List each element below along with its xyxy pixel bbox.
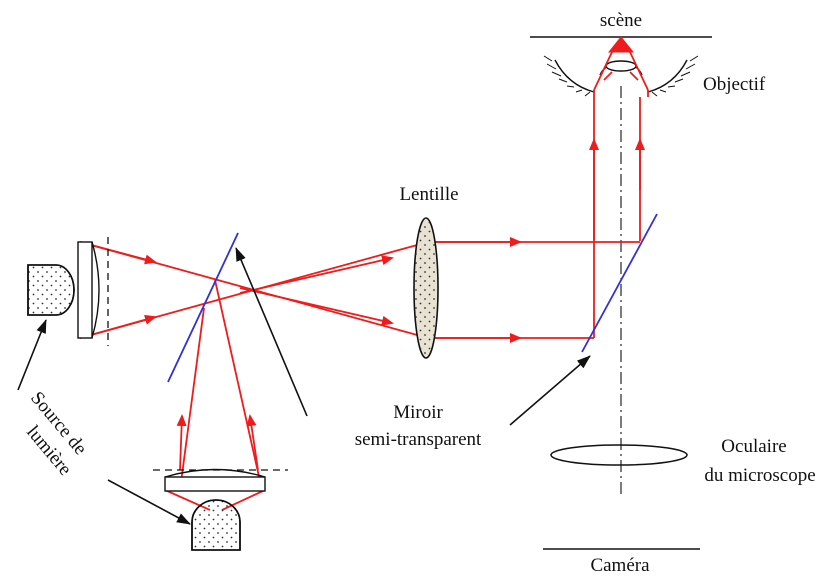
pointer-arrows bbox=[17, 247, 591, 525]
right-semi-transparent-mirror bbox=[581, 213, 658, 353]
left-light-source bbox=[27, 237, 109, 346]
scene-label: scène bbox=[600, 10, 642, 31]
eyepiece-label-line2: du microscope bbox=[704, 465, 815, 486]
mirror-label-line2: semi-transparent bbox=[355, 429, 482, 450]
mirror-label-line1: Miroir bbox=[393, 402, 443, 423]
bottom-light-source bbox=[153, 468, 288, 551]
lens-label: Lentille bbox=[399, 184, 458, 205]
objective-label: Objectif bbox=[703, 74, 766, 95]
eyepiece-label-line1: Oculaire bbox=[721, 436, 786, 457]
camera-label: Caméra bbox=[590, 555, 650, 576]
left-semi-transparent-mirror bbox=[167, 232, 239, 383]
scene-sample-triangle bbox=[607, 36, 635, 53]
eyepiece-lens bbox=[550, 444, 688, 466]
